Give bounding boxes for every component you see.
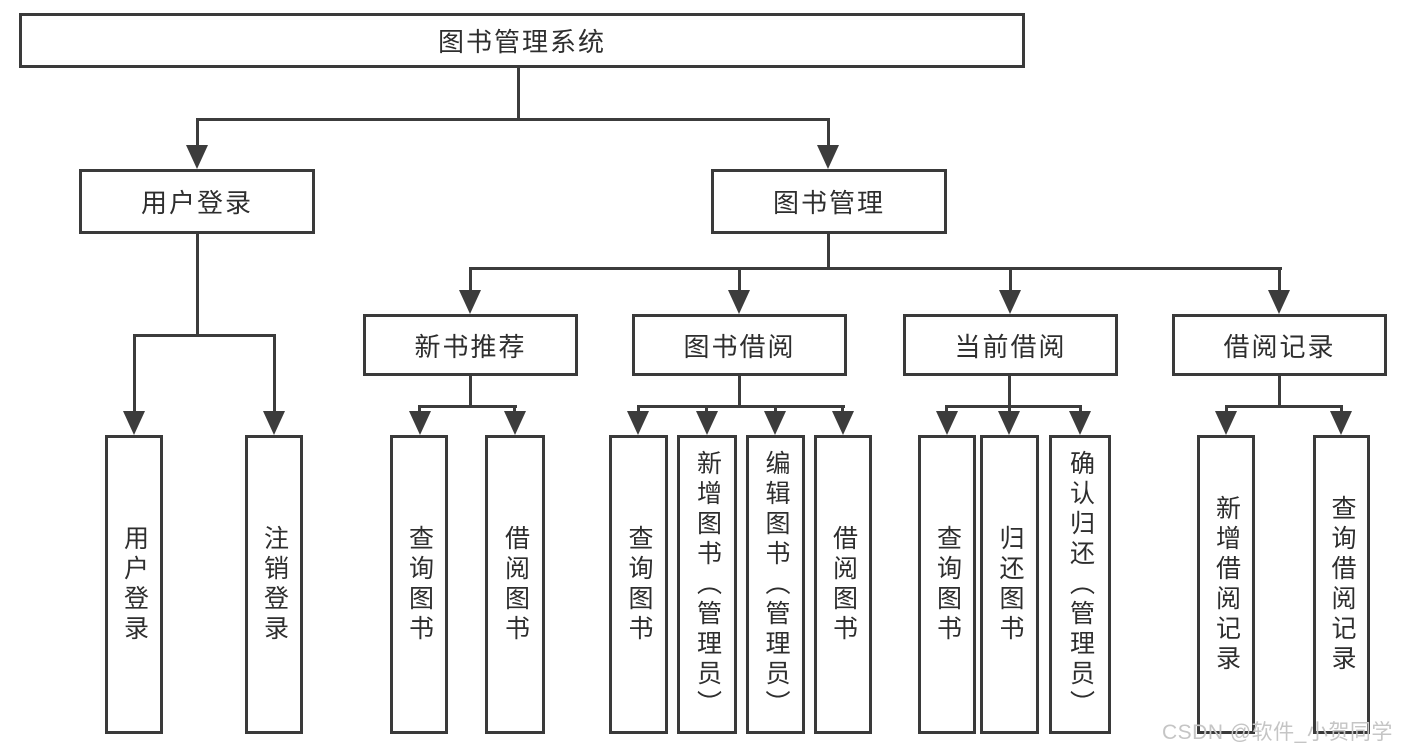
connector-vline [469, 267, 472, 292]
arrow-down-icon [696, 411, 718, 435]
leaf-user-login: 用户登录 [105, 435, 163, 734]
arrow-down-icon [409, 411, 431, 435]
arrow-down-icon [1268, 290, 1290, 314]
csdn-watermark: CSDN @软件_小贺同学 [1162, 721, 1393, 744]
leaf-logout-label: 注销登录 [260, 524, 289, 645]
leaf-user-login-label: 用户登录 [120, 524, 149, 645]
arrow-down-icon [1215, 411, 1237, 435]
leaf-confirm-return-admin: 确认归还（管理员） [1049, 435, 1111, 734]
leaf-query-books-current: 查询图书 [918, 435, 976, 734]
connector-vline [827, 234, 830, 270]
connector-vline [738, 376, 741, 407]
node-current-borrow: 当前借阅 [903, 314, 1118, 376]
node-book-borrow-label: 图书借阅 [683, 331, 796, 362]
arrow-down-icon [998, 411, 1020, 435]
leaf-borrow-books-borrow-label: 借阅图书 [829, 524, 858, 645]
leaf-query-books-recommend-label: 查询图书 [405, 524, 434, 645]
node-new-book-recommend: 新书推荐 [363, 314, 578, 376]
connector-vline [945, 405, 948, 415]
connector-vline [738, 267, 741, 292]
arrow-down-icon [764, 411, 786, 435]
node-book-borrow: 图书借阅 [632, 314, 847, 376]
leaf-borrow-books-borrow: 借阅图书 [814, 435, 872, 734]
connector-vline [1278, 376, 1281, 407]
connector-vline [1009, 267, 1012, 292]
connector-vline [1225, 405, 1228, 415]
connector-hline [196, 118, 830, 121]
arrow-down-icon [832, 411, 854, 435]
connector-hline [419, 405, 517, 408]
connector-vline [418, 405, 421, 415]
leaf-edit-book-admin: 编辑图书（管理员） [746, 435, 805, 734]
connector-vline [1008, 405, 1011, 415]
connector-vline [827, 118, 830, 146]
leaf-query-books-borrow: 查询图书 [609, 435, 668, 734]
connector-hline [1225, 405, 1343, 408]
node-borrow-records-label: 借阅记录 [1223, 331, 1336, 362]
connector-vline [196, 118, 199, 146]
leaf-confirm-return-admin-label: 确认归还（管理员） [1066, 449, 1095, 720]
connector-vline [841, 405, 844, 415]
connector-vline [513, 405, 516, 415]
arrow-down-icon [504, 411, 526, 435]
connector-hline [945, 405, 1082, 408]
leaf-add-borrow-record-label: 新增借阅记录 [1212, 494, 1241, 675]
leaf-query-borrow-record-label: 查询借阅记录 [1328, 494, 1356, 675]
node-new-book-recommend-label: 新书推荐 [414, 331, 527, 362]
arrow-down-icon [936, 411, 958, 435]
connector-vline [1008, 376, 1011, 407]
connector-hline [637, 405, 845, 408]
node-root-label: 图书管理系统 [437, 27, 606, 57]
leaf-query-books-borrow-label: 查询图书 [625, 524, 653, 645]
arrow-down-icon [1330, 411, 1352, 435]
node-book-management: 图书管理 [711, 169, 947, 234]
connector-vline [196, 234, 199, 337]
connector-vline [1079, 405, 1082, 415]
node-user-login: 用户登录 [79, 169, 315, 234]
connector-vline [273, 334, 276, 413]
connector-vline [517, 68, 520, 120]
leaf-query-books-current-label: 查询图书 [933, 524, 962, 645]
leaf-edit-book-admin-label: 编辑图书（管理员） [762, 449, 790, 720]
connector-vline [637, 405, 640, 415]
leaf-logout: 注销登录 [245, 435, 303, 734]
leaf-borrow-books-recommend: 借阅图书 [485, 435, 545, 734]
connector-vline [1340, 405, 1343, 415]
connector-vline [469, 376, 472, 407]
connector-vline [774, 405, 777, 415]
arrow-down-icon [1069, 411, 1091, 435]
arrow-down-icon [728, 290, 750, 314]
arrow-down-icon [123, 411, 145, 435]
arrow-down-icon [627, 411, 649, 435]
leaf-return-book: 归还图书 [980, 435, 1039, 734]
connector-hline [133, 334, 276, 337]
node-root: 图书管理系统 [19, 13, 1025, 68]
leaf-borrow-books-recommend-label: 借阅图书 [501, 524, 530, 645]
node-borrow-records: 借阅记录 [1172, 314, 1387, 376]
arrow-down-icon [459, 290, 481, 314]
leaf-query-borrow-record: 查询借阅记录 [1313, 435, 1370, 734]
arrow-down-icon [263, 411, 285, 435]
leaf-return-book-label: 归还图书 [996, 524, 1024, 645]
leaf-add-book-admin: 新增图书（管理员） [677, 435, 737, 734]
node-book-management-label: 图书管理 [772, 188, 885, 218]
node-user-login-label: 用户登录 [140, 188, 253, 218]
connector-hline [469, 267, 1282, 270]
arrow-down-icon [999, 290, 1021, 314]
connector-vline [133, 334, 136, 413]
arrow-down-icon [817, 145, 839, 169]
connector-vline [705, 405, 708, 415]
connector-vline [1278, 267, 1281, 292]
node-current-borrow-label: 当前借阅 [954, 331, 1067, 362]
leaf-query-books-recommend: 查询图书 [390, 435, 448, 734]
arrow-down-icon [186, 145, 208, 169]
leaf-add-borrow-record: 新增借阅记录 [1197, 435, 1255, 734]
leaf-add-book-admin-label: 新增图书（管理员） [693, 449, 722, 720]
